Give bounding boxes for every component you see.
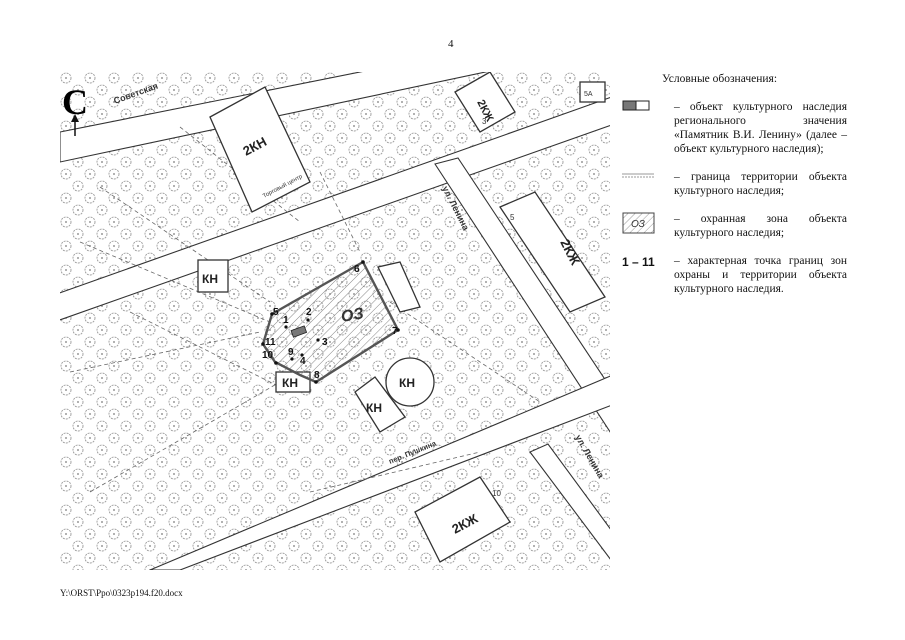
point-label-2: 2 — [306, 307, 312, 318]
label-5a: 5А — [584, 91, 593, 98]
building-kn-round — [385, 357, 435, 407]
house-number-3: 3 — [482, 117, 487, 126]
label-kn-center: КН — [366, 401, 382, 415]
legend-item-heritage-object: – объект культурного наследия региональн… — [622, 100, 847, 156]
road-pushkina — [149, 375, 610, 570]
points-range-symbol: 1 – 11 — [622, 255, 655, 269]
house-number-5: 5 — [510, 213, 515, 222]
road-lenina-right — [529, 443, 610, 560]
legend-item-territory-boundary: – граница территории объекта культурного… — [622, 170, 847, 198]
point-label-3: 3 — [322, 337, 328, 348]
heritage-object-symbol-icon — [622, 100, 650, 111]
point-label-4: 4 — [300, 356, 306, 367]
building-2kn — [209, 86, 311, 213]
boundary-points — [261, 260, 400, 384]
protection-zone-symbol-icon: ОЗ — [622, 212, 655, 234]
building-2kzh-top — [454, 72, 516, 133]
label-kn-left: КН — [202, 272, 218, 286]
legend-item-characteristic-points: 1 – 11 – характерная точка границ зон ох… — [622, 254, 847, 296]
building-2kzh-right — [499, 191, 606, 313]
point-label-11: 11 — [265, 337, 276, 348]
protection-zone-oz — [261, 260, 400, 384]
buildings — [197, 72, 606, 563]
zone-symbol-label: ОЗ — [631, 219, 645, 230]
point-label-7: 7 — [392, 326, 398, 337]
road-lenina — [434, 157, 610, 433]
building-kn-center — [354, 376, 406, 433]
compass-arrowhead-icon — [71, 114, 79, 122]
territory-boundary-symbol-icon — [622, 173, 654, 178]
legend-text-territory-boundary: – граница территории объекта культурного… — [674, 171, 847, 197]
legend-title: Условные обозначения: — [662, 73, 778, 85]
legend-text-heritage-object: – объект культурного наследия региональн… — [674, 101, 847, 155]
point-label-6: 6 — [354, 264, 360, 275]
point-label-9: 9 — [288, 347, 294, 358]
zone-label-oz: ОЗ — [340, 305, 365, 326]
label-kn-round: КН — [399, 376, 415, 390]
legend-item-protection-zone: ОЗ – охранная зона объекта культурного н… — [622, 212, 847, 240]
building-2kzh-bottom — [414, 476, 511, 563]
point-label-1: 1 — [283, 315, 289, 326]
label-kn-small: КН — [282, 376, 298, 390]
point-label-8: 8 — [314, 370, 320, 381]
building-annex — [377, 261, 421, 313]
map-legend: Условные обозначения: – объект культурно… — [622, 72, 847, 310]
house-number-10: 10 — [492, 489, 501, 498]
footpaths — [69, 126, 541, 493]
map-canvas: С Советская ул. Ленина ул. Ленина пер. П… — [60, 72, 610, 570]
legend-text-characteristic-points: – характерная точка границ зон охраны и … — [674, 255, 847, 295]
point-label-5: 5 — [273, 307, 279, 318]
legend-text-protection-zone: – охранная зона объекта культурного насл… — [674, 213, 847, 239]
monument-marker — [290, 325, 308, 338]
building-kn-left — [197, 259, 229, 293]
building-5a — [579, 81, 606, 103]
site-map: С Советская ул. Ленина ул. Ленина пер. П… — [60, 72, 610, 570]
page-number: 4 — [448, 38, 454, 50]
file-path-footer: Y:\ORST\Ppo\0323p194.f20.docx — [60, 588, 183, 598]
point-label-10: 10 — [262, 350, 274, 361]
